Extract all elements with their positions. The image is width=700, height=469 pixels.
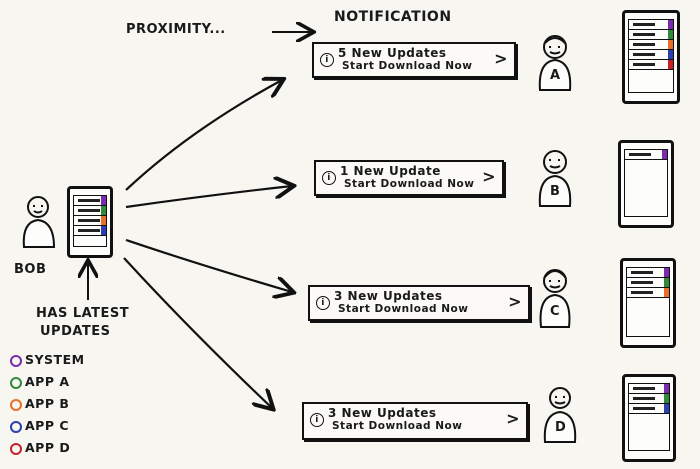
notification-title: 5 New Updates	[338, 46, 447, 60]
notification-title: 3 New Updates	[328, 406, 437, 420]
person-c-letter: C	[550, 304, 560, 319]
info-icon: i	[320, 53, 334, 67]
info-icon: i	[322, 171, 336, 185]
person-a-letter: A	[550, 68, 561, 83]
arrow-to-d-icon	[123, 257, 272, 408]
chevron-right-icon[interactable]: >	[494, 49, 508, 68]
person-d-letter: D	[555, 420, 566, 435]
bob-label: BOB	[14, 262, 47, 277]
notification-c[interactable]: i 3 New Updates Start Download Now >	[308, 285, 530, 321]
notification-d[interactable]: i 3 New Updates Start Download Now >	[302, 402, 528, 440]
phone-a	[622, 10, 680, 104]
chevron-right-icon[interactable]: >	[506, 409, 520, 428]
app-b-dot-icon	[10, 399, 22, 411]
notification-subtitle: Start Download Now	[332, 420, 463, 432]
system-dot-icon	[10, 355, 22, 367]
app-d-dot-icon	[10, 443, 22, 455]
person-a-icon	[538, 35, 572, 91]
phone-b	[618, 140, 674, 228]
notification-subtitle: Start Download Now	[342, 60, 473, 72]
person-b-letter: B	[550, 184, 560, 199]
notification-title: 1 New Update	[340, 164, 441, 178]
phone-c	[620, 258, 676, 348]
notification-subtitle: Start Download Now	[344, 178, 475, 190]
info-icon: i	[310, 413, 324, 427]
app-c-dot-icon	[10, 421, 22, 433]
notification-subtitle: Start Download Now	[338, 303, 469, 315]
phone-d	[622, 374, 676, 462]
chevron-right-icon[interactable]: >	[508, 292, 522, 311]
notification-b[interactable]: i 1 New Update Start Download Now >	[314, 160, 504, 196]
chevron-right-icon[interactable]: >	[482, 167, 496, 186]
caption-line2: UPDATES	[40, 324, 111, 339]
notification-a[interactable]: i 5 New Updates Start Download Now >	[312, 42, 516, 78]
app-a-dot-icon	[10, 377, 22, 389]
person-c-icon	[539, 269, 571, 328]
bob-figure-icon	[22, 196, 56, 248]
notification-label: NOTIFICATION	[334, 9, 452, 25]
arrow-to-a-icon	[125, 80, 282, 191]
info-icon: i	[316, 296, 330, 310]
notification-title: 3 New Updates	[334, 289, 443, 303]
proximity-label: PROXIMITY...	[126, 22, 226, 37]
arrow-to-b-icon	[125, 186, 292, 209]
person-d-icon	[543, 387, 577, 443]
caption-line1: HAS LATEST	[36, 306, 130, 321]
bob-phone	[67, 186, 113, 258]
arrow-to-c-icon	[125, 238, 292, 292]
person-b-icon	[538, 150, 572, 207]
